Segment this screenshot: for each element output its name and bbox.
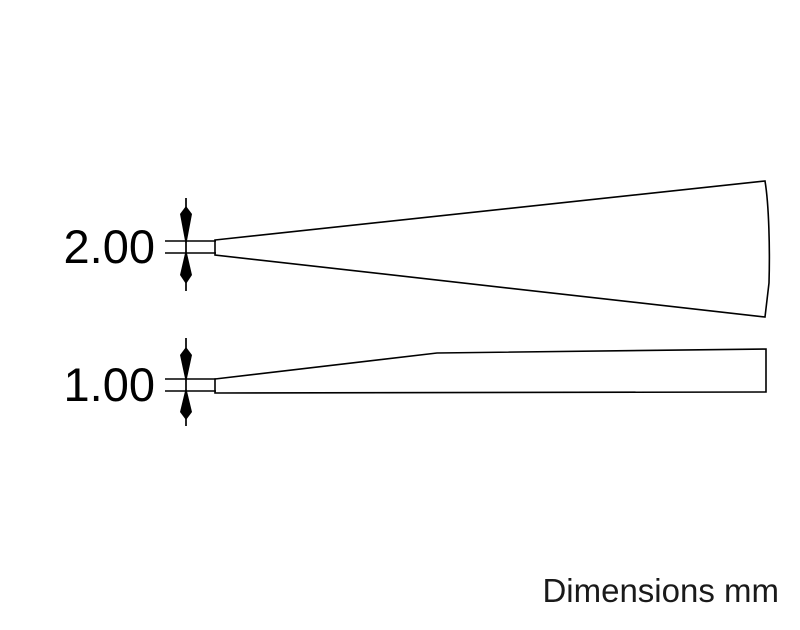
upper-wedge-part xyxy=(214,180,771,318)
upper-wedge-outline xyxy=(214,180,771,318)
lower-blade-part xyxy=(214,348,767,394)
dimension-lower: 1.00 xyxy=(64,338,216,426)
dimension-upper: 2.00 xyxy=(64,198,216,291)
arrowhead-upper-bottom xyxy=(180,249,192,284)
units-note: Dimensions mm xyxy=(542,572,779,609)
lower-blade-outline xyxy=(214,348,767,394)
arrowhead-upper-top xyxy=(180,206,192,246)
arrowhead-lower-top xyxy=(180,347,192,383)
dimension-label-upper: 2.00 xyxy=(64,220,155,273)
arrowhead-lower-bottom xyxy=(180,387,192,420)
dimension-label-lower: 1.00 xyxy=(64,358,155,411)
